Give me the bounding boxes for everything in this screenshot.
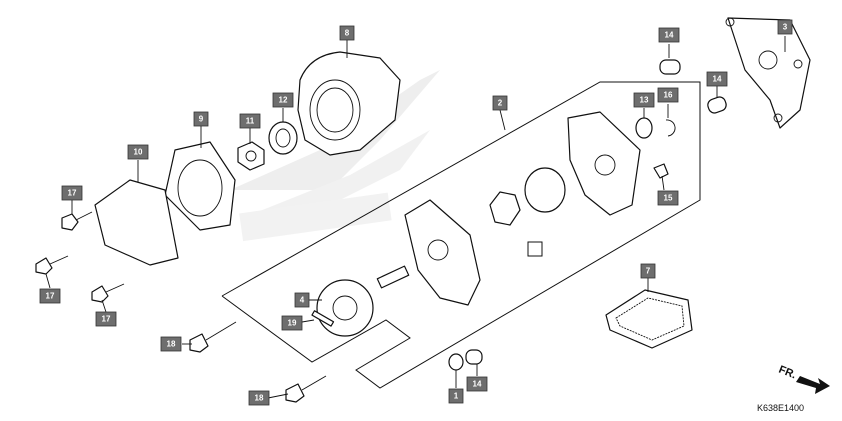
callout-16: 16 (657, 87, 679, 103)
svg-text:17: 17 (46, 292, 55, 301)
pump-rotor-set (489, 167, 566, 226)
callout-17c: 17 (95, 311, 117, 327)
part-13-oring (635, 117, 653, 139)
svg-text:14: 14 (473, 380, 482, 389)
assembly-frame (221, 81, 701, 389)
part-1-washer (448, 353, 464, 371)
callout-2: 2 (492, 95, 508, 111)
svg-text:18: 18 (167, 340, 176, 349)
svg-text:7: 7 (646, 267, 651, 276)
svg-text:17: 17 (68, 189, 77, 198)
callout-1: 1 (448, 388, 464, 404)
pump-shaft (376, 265, 410, 289)
svg-text:10: 10 (134, 148, 143, 157)
svg-text:1: 1 (454, 392, 459, 401)
part-12-seal (268, 121, 298, 155)
svg-text:14: 14 (665, 31, 674, 40)
part-18-bolt-2 (285, 375, 327, 403)
callout-19: 19 (281, 315, 303, 331)
part-9-gasket (164, 141, 236, 231)
pump-cover-plate (567, 111, 641, 216)
svg-text:13: 13 (640, 96, 649, 105)
part-18-bolt-1 (189, 321, 237, 353)
front-direction-indicator: FR. (777, 364, 830, 394)
callout-14c: 14 (466, 376, 488, 392)
callout-18b: 18 (248, 390, 270, 406)
front-arrow-icon (796, 376, 830, 394)
callout-14a: 14 (658, 27, 680, 43)
part-14-collar-mid (707, 96, 727, 114)
empty-callout-box (527, 241, 543, 257)
svg-text:FR.: FR. (777, 364, 798, 382)
part-4-gear (316, 279, 374, 337)
callout-3: 3 (777, 19, 793, 35)
callout-14b: 14 (706, 71, 728, 87)
callout-10: 10 (127, 144, 149, 160)
part-17-bolt-1 (61, 211, 93, 231)
svg-text:11: 11 (246, 117, 255, 126)
svg-text:19: 19 (288, 319, 297, 328)
wing-logo-watermark (230, 70, 440, 242)
part-17-bolt-3 (91, 283, 125, 303)
part-11-nut (237, 141, 265, 171)
part-7-filter (605, 289, 693, 349)
callout-13: 13 (633, 92, 655, 108)
svg-text:9: 9 (199, 115, 204, 124)
callout-17b: 17 (39, 288, 61, 304)
callout-18a: 18 (160, 336, 182, 352)
callout-15: 15 (657, 190, 679, 206)
svg-text:12: 12 (279, 96, 288, 105)
callout-4: 4 (294, 292, 310, 308)
svg-text:14: 14 (713, 75, 722, 84)
part-14-collar-low (465, 349, 483, 365)
svg-text:16: 16 (664, 91, 673, 100)
svg-text:17: 17 (102, 315, 111, 324)
callout-11: 11 (239, 113, 261, 129)
svg-text:8: 8 (345, 29, 350, 38)
diagram-code: K638E1400 (757, 403, 804, 413)
svg-text:3: 3 (783, 23, 788, 32)
part-10-plate (94, 179, 179, 266)
svg-text:18: 18 (255, 394, 264, 403)
part-17-bolt-2 (35, 255, 69, 275)
callout-12: 12 (272, 92, 294, 108)
pump-body (404, 199, 481, 306)
svg-text:2: 2 (498, 99, 503, 108)
part-15-bolt (653, 163, 669, 179)
callout-9: 9 (193, 111, 209, 127)
part-14-collar-top (659, 59, 681, 75)
svg-text:4: 4 (300, 296, 305, 305)
part-19-pin (311, 310, 335, 327)
callout-8: 8 (339, 25, 355, 41)
part-16-circlip (665, 119, 676, 137)
part-3-gasket (727, 17, 811, 129)
callout-7: 7 (640, 263, 656, 279)
part-8-cover (297, 51, 401, 156)
leader-lines (45, 36, 786, 399)
svg-text:15: 15 (664, 194, 673, 203)
callout-17a: 17 (61, 185, 83, 201)
